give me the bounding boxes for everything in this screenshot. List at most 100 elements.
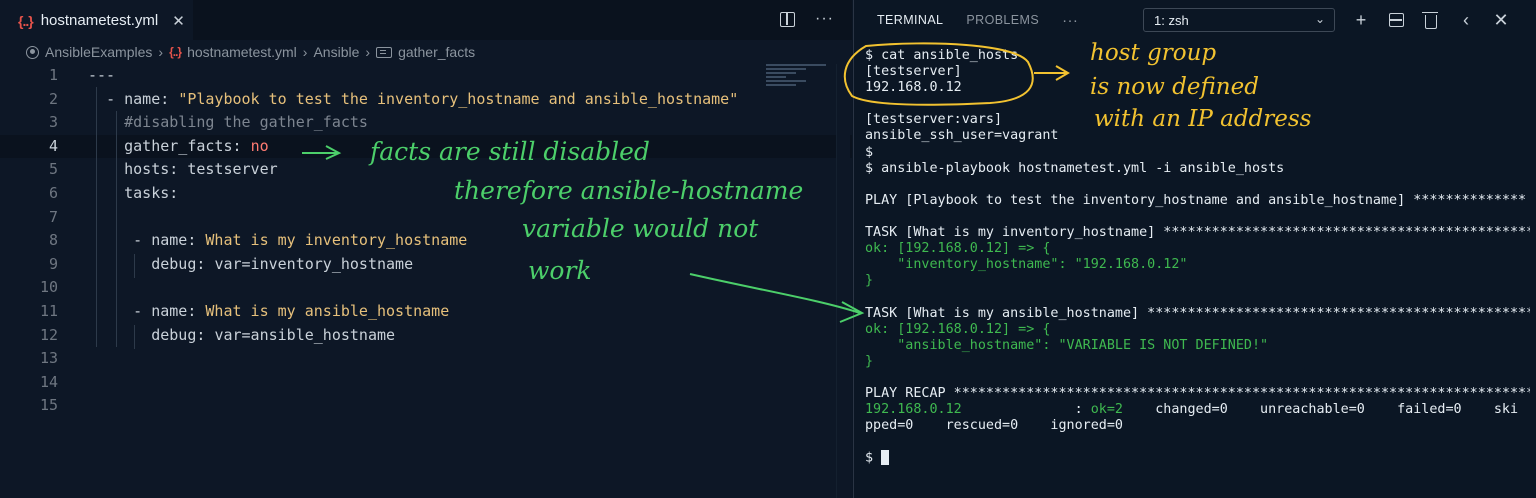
code-token: var=ansible_hostname [214, 325, 396, 344]
indent-guide [116, 111, 117, 347]
maximize-panel-icon[interactable]: ‹ [1463, 9, 1469, 30]
code-editor[interactable]: 1 ---2 - name: "Playbook to test the inve… [0, 64, 852, 418]
annotation-facts-line4: work [528, 256, 592, 285]
code-line[interactable]: 14 [0, 371, 852, 395]
line-number: 9 [48, 254, 58, 273]
terminal-line: [testserver:vars] [865, 112, 1003, 128]
code-line[interactable]: 10 [0, 276, 852, 300]
line-number: 1 [48, 66, 58, 84]
annotation-host-line1: host group [1090, 40, 1217, 66]
terminal-panel: TERMINAL PROBLEMS ··· 1: zsh ⌄ + ‹ ✕ $ c… [853, 0, 1536, 498]
line-content: --- [88, 64, 115, 88]
terminal-shell-select[interactable]: 1: zsh ⌄ [1143, 8, 1335, 32]
editor-scrollbar[interactable] [836, 64, 850, 498]
code-line[interactable]: 12 debug: var=ansible_hostname [0, 324, 852, 348]
code-line[interactable]: 13 [0, 347, 852, 371]
code-line[interactable]: 4 gather_facts: no [0, 134, 852, 159]
breadcrumb-item-folder[interactable]: AnsibleExamples [45, 44, 153, 60]
close-icon[interactable]: ✕ [172, 12, 185, 30]
annotation-facts-line3: variable would not [522, 214, 759, 243]
tab-terminal[interactable]: TERMINAL [877, 13, 944, 27]
code-line[interactable]: 5 hosts: testserver [0, 158, 852, 182]
code-token: - [133, 231, 152, 250]
code-line[interactable]: 1 --- [0, 64, 852, 88]
line-number: 10 [39, 278, 58, 297]
code-token: - [106, 89, 125, 108]
terminal-actions: + ‹ ✕ [1352, 8, 1510, 32]
code-line[interactable]: 7 [0, 206, 852, 230]
breadcrumb-item-symbol[interactable]: gather_facts [398, 44, 476, 60]
line-content: - name: What is my ansible_hostname [88, 300, 449, 324]
tab-problems[interactable]: PROBLEMS [966, 13, 1040, 27]
code-token: : [196, 325, 215, 344]
terminal-line: ok: [192.168.0.12] => { [865, 321, 1051, 337]
breadcrumb: AnsibleExamples › {..} hostnametest.yml … [0, 40, 852, 64]
terminal-cursor [881, 450, 890, 466]
terminal-line: } [865, 353, 874, 369]
line-number: 7 [48, 207, 58, 226]
editor-actions: ··· [780, 10, 834, 28]
terminal-line: $ [865, 450, 1530, 466]
new-terminal-icon[interactable]: + [1355, 9, 1367, 30]
code-line[interactable]: 15 [0, 394, 852, 418]
minimap[interactable] [766, 64, 836, 94]
indent-guide [96, 87, 97, 347]
more-actions-icon[interactable]: ··· [815, 10, 834, 27]
recap-host: 192.168.0.12 [865, 402, 962, 418]
green-curve-arrow-icon [689, 273, 865, 323]
line-content: hosts: testserver [88, 158, 278, 182]
kill-terminal-icon[interactable] [1422, 11, 1440, 29]
yellow-highlight-circle [843, 42, 1034, 106]
code-token: What is my ansible_hostname [205, 301, 450, 320]
split-terminal-icon[interactable] [1387, 11, 1405, 29]
breadcrumb-item-schema[interactable]: Ansible [313, 44, 360, 60]
terminal-line: PLAY [Playbook to test the inventory_hos… [865, 192, 1527, 208]
annotation-host-line2: is now defined [1090, 74, 1259, 100]
yml-file-icon: {..} [18, 12, 34, 29]
shell-select-value: 1: zsh [1154, 12, 1189, 28]
editor-tab-bar: {..} hostnametest.yml ✕ ··· [0, 0, 852, 40]
editor-tab-hostnametest[interactable]: {..} hostnametest.yml ✕ [0, 0, 193, 40]
terminal-line: $ ansible-playbook hostnametest.yml -i a… [865, 160, 1285, 176]
line-number: 6 [48, 183, 58, 202]
recap-ok: ok=2 [1090, 402, 1123, 418]
split-editor-icon[interactable] [780, 11, 796, 27]
line-content: #disabling the gather_facts [88, 111, 368, 135]
code-token: : [169, 160, 188, 179]
line-number: 2 [48, 89, 58, 108]
code-token: gather_facts [124, 136, 233, 155]
code-token: : [169, 183, 179, 202]
code-line[interactable]: 6 tasks: [0, 182, 852, 206]
breadcrumb-item-file[interactable]: hostnametest.yml [187, 44, 297, 60]
terminal-line: ansible_ssh_user=vagrant [865, 128, 1059, 144]
terminal-output[interactable]: $ cat ansible_hosts[testserver]192.168.0… [865, 48, 1530, 466]
chevron-right-icon: › [158, 44, 164, 60]
code-line[interactable]: 11 - name: What is my ansible_hostname [0, 300, 852, 324]
line-content: debug: var=ansible_hostname [88, 324, 395, 348]
code-line[interactable]: 3 #disabling the gather_facts [0, 111, 852, 135]
code-token: What is my inventory_hostname [205, 231, 468, 250]
chevron-down-icon: ⌄ [1314, 12, 1325, 26]
indent-guide [134, 325, 135, 349]
code-line[interactable]: 9 debug: var=inventory_hostname [0, 253, 852, 277]
chevron-right-icon: › [365, 44, 371, 60]
more-actions-icon[interactable]: ··· [1062, 11, 1079, 29]
folder-root-icon [26, 45, 39, 59]
code-token: debug [151, 254, 197, 273]
code-token: name [151, 231, 188, 250]
line-number: 11 [39, 301, 58, 320]
line-number: 5 [48, 160, 58, 179]
recap-rest: changed=0 unreachable=0 failed=0 ski [1123, 402, 1519, 418]
code-line[interactable]: 8 - name: What is my inventory_hostname [0, 229, 852, 253]
green-arrow-icon [302, 145, 342, 160]
terminal-line: pped=0 rescued=0 ignored=0 [865, 418, 1123, 434]
code-token: : [187, 231, 206, 250]
line-number: 13 [39, 349, 58, 368]
terminal-line: 192.168.0.12 [865, 80, 962, 96]
close-panel-icon[interactable]: ✕ [1493, 9, 1509, 30]
code-line[interactable]: 2 - name: "Playbook to test the inventor… [0, 88, 852, 112]
terminal-line: $ cat ansible_hosts [865, 48, 1019, 63]
line-number: 8 [48, 231, 58, 250]
symbol-field-icon [376, 46, 393, 58]
